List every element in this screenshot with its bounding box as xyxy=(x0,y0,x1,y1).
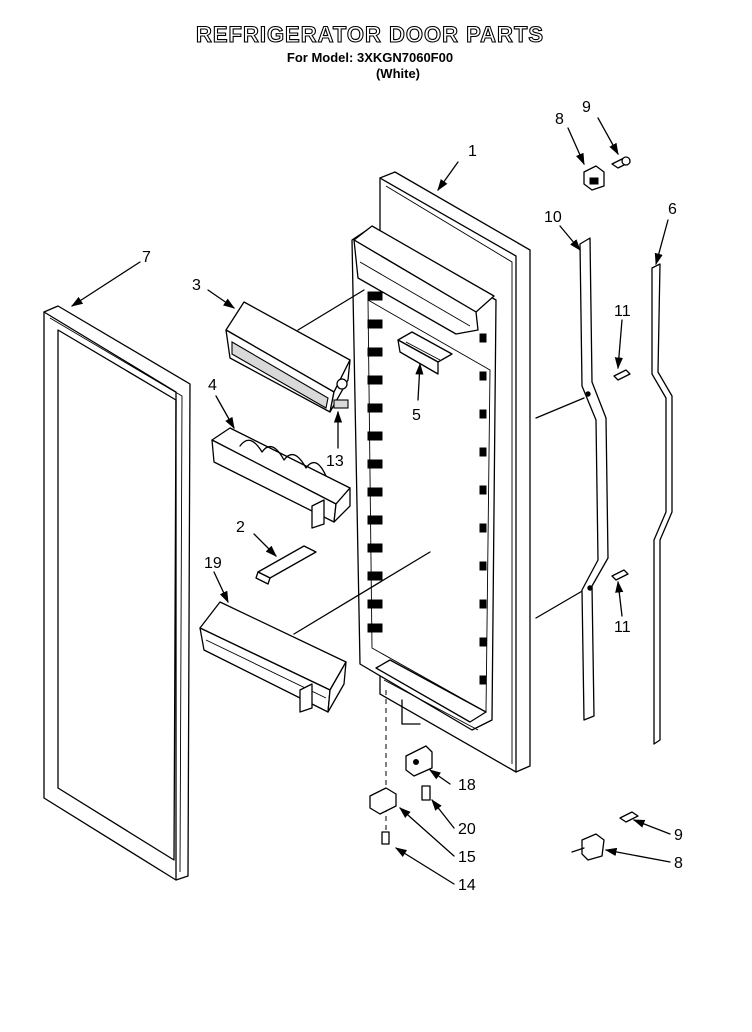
callout-8-bottom: 8 xyxy=(674,855,683,872)
color-note: (White) xyxy=(376,66,420,81)
hinge-bracket-bottom xyxy=(571,833,605,861)
callout-9-top: 9 xyxy=(582,99,591,116)
dairy-bin-part xyxy=(225,301,351,413)
page-title: REFRIGERATOR DOOR PARTS xyxy=(196,22,544,47)
door-liner-part xyxy=(351,171,531,773)
callout-13: 13 xyxy=(326,453,344,470)
callout-7: 7 xyxy=(142,249,151,266)
callout-14: 14 xyxy=(458,877,476,894)
callout-20: 20 xyxy=(458,821,476,838)
callout-11-top: 11 xyxy=(614,303,631,320)
door-gasket-part xyxy=(43,305,191,881)
liner-ribs-right xyxy=(479,333,487,685)
leader-lines xyxy=(71,117,671,885)
callout-4: 4 xyxy=(208,377,217,394)
pin-part-13 xyxy=(333,399,349,409)
hinge-pin-part-20 xyxy=(421,785,431,801)
callout-8-top: 8 xyxy=(555,111,564,128)
screw-part-14 xyxy=(381,831,390,845)
callout-11-bottom: 11 xyxy=(614,619,631,636)
callout-6: 6 xyxy=(668,201,677,218)
callout-19: 19 xyxy=(204,555,222,572)
trim-strip-part-10 xyxy=(579,237,609,721)
door-bin-part-19 xyxy=(199,601,347,713)
callout-10: 10 xyxy=(544,209,562,226)
callout-3: 3 xyxy=(192,277,201,294)
small-tray-part xyxy=(397,331,453,375)
retainer-clip-part xyxy=(255,545,317,585)
liner-ribs-left xyxy=(367,291,383,633)
callout-numbers: 1 7 3 4 2 19 13 5 8 9 10 6 11 11 18 20 1… xyxy=(142,99,683,894)
hinge-screw-top xyxy=(611,156,631,169)
lower-hinge-part-18 xyxy=(405,745,433,777)
callout-18: 18 xyxy=(458,777,476,794)
screw-11-bottom xyxy=(611,569,629,581)
model-subtitle: For Model: 3XKGN7060F00 xyxy=(287,50,453,65)
callout-1: 1 xyxy=(468,143,477,160)
hinge-bushing-part-15 xyxy=(369,787,397,815)
screw-11-top xyxy=(613,369,631,381)
callout-9-bottom: 9 xyxy=(674,827,683,844)
egg-tray-part xyxy=(211,427,351,529)
gasket-strip-part-6 xyxy=(651,263,673,745)
callout-15: 15 xyxy=(458,849,476,866)
hinge-bracket-top xyxy=(583,165,605,191)
callout-5: 5 xyxy=(412,407,421,424)
callout-2: 2 xyxy=(236,519,245,536)
hinge-screw-bottom xyxy=(619,811,639,823)
